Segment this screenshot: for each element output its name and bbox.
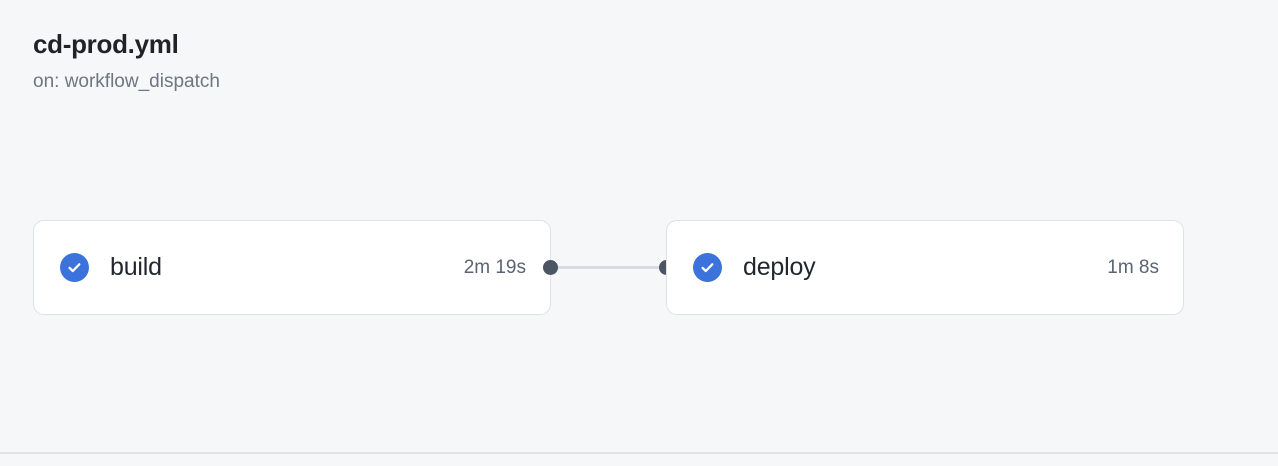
job-duration-label: 2m 19s [463,257,526,278]
job-node-build[interactable]: build 2m 19s [33,220,551,315]
job-node-deploy[interactable]: deploy 1m 8s [666,220,1184,315]
job-duration-label: 1m 8s [1107,257,1159,278]
footer-divider [0,452,1278,454]
job-name-label: build [110,253,162,281]
page-title: cd-prod.yml [33,29,179,59]
check-circle-icon [60,253,89,282]
output-port-build[interactable] [543,260,558,275]
edge-build-to-deploy [551,266,667,269]
workflow-trigger-label: on: workflow_dispatch [33,71,220,92]
workflow-header: cd-prod.yml on: workflow_dispatch [33,28,220,95]
job-graph: build 2m 19s deploy 1m 8s [33,220,1184,315]
job-name-label: deploy [743,253,816,281]
check-circle-icon [693,253,722,282]
